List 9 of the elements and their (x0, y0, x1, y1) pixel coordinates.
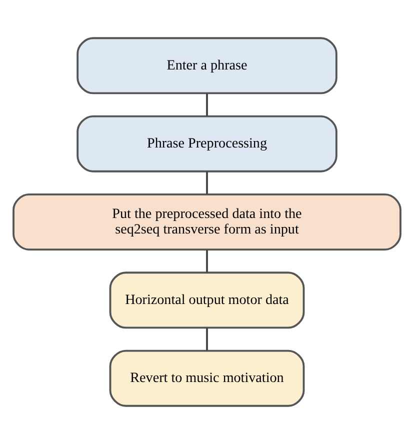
node-box: Put the preprocessed data into the seq2seq transverse form as input (12, 192, 402, 250)
node-box: Phrase Preprocessing (76, 114, 338, 172)
node-box: Horizontal output motor data (109, 271, 305, 328)
node-box: Revert to music motivation (109, 349, 305, 406)
node-box: Enter a phrase (76, 36, 338, 94)
connector (206, 249, 208, 272)
connector (206, 327, 208, 350)
connector (206, 92, 208, 116)
connector (206, 171, 208, 194)
